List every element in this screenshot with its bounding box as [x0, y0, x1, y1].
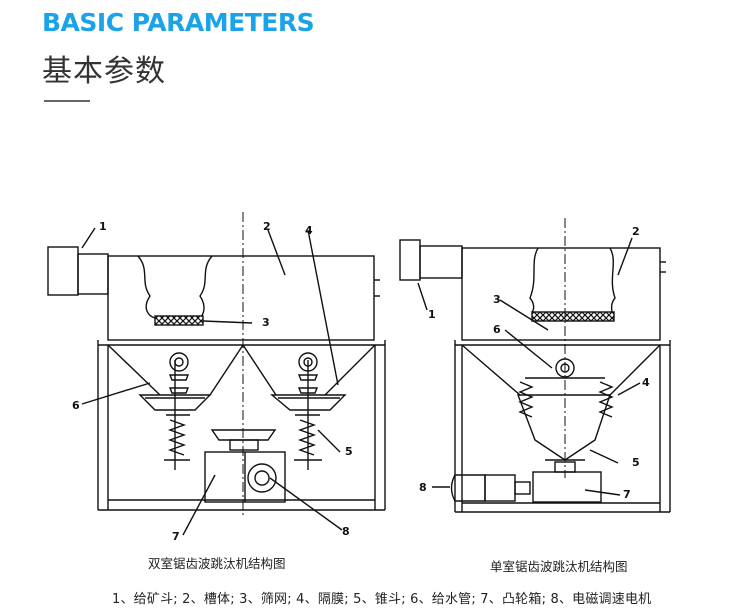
single-chamber-jig — [399, 218, 671, 513]
callout-number: 3 — [493, 293, 501, 306]
callout-number: 2 — [632, 225, 640, 238]
callout-number: 3 — [262, 316, 270, 329]
screen-mesh-left — [154, 315, 204, 326]
motor-right — [484, 474, 516, 502]
section-title-en: BASIC PARAMETERS — [42, 8, 315, 37]
callout-number: 5 — [345, 445, 353, 458]
cam-box-right — [532, 471, 602, 503]
screen-mesh-right — [531, 311, 615, 322]
callout-number: 7 — [623, 488, 631, 501]
section-title-cn: 基本参数 — [42, 54, 166, 89]
title-divider — [44, 100, 90, 102]
tank-body-left — [107, 255, 375, 341]
callout-number: 4 — [305, 224, 313, 237]
callout-number: 1 — [428, 308, 436, 321]
left-diagram-caption: 双室锯齿波跳汰机结构图 — [148, 556, 286, 571]
callout-number: 5 — [632, 456, 640, 469]
callout-number: 2 — [263, 220, 271, 233]
parts-legend: 1、给矿斗; 2、槽体; 3、筛网; 4、隔膜; 5、锥斗; 6、给水管; 7、… — [112, 592, 652, 607]
feed-hopper-left — [47, 246, 79, 296]
cone-hopper-right — [516, 394, 611, 461]
callout-number: 6 — [72, 399, 80, 412]
callout-number: 8 — [342, 525, 350, 538]
callout-number: 4 — [642, 376, 650, 389]
tank-body-right — [461, 247, 661, 341]
callout-number: 6 — [493, 323, 501, 336]
single-jig-callouts: 1 2 3 4 5 6 7 8 — [419, 225, 650, 501]
cone-hopper-left-b — [270, 394, 347, 411]
right-diagram-caption: 单室锯齿波跳汰机结构图 — [490, 559, 628, 574]
double-chamber-jig — [47, 212, 386, 536]
double-jig-callouts: 1 2 3 4 5 6 7 8 — [72, 220, 353, 543]
callout-number: 8 — [419, 481, 427, 494]
callout-number: 7 — [172, 530, 180, 543]
cone-hopper-left-a — [138, 394, 212, 411]
callout-number: 1 — [99, 220, 107, 233]
feed-hopper-right — [399, 239, 421, 281]
